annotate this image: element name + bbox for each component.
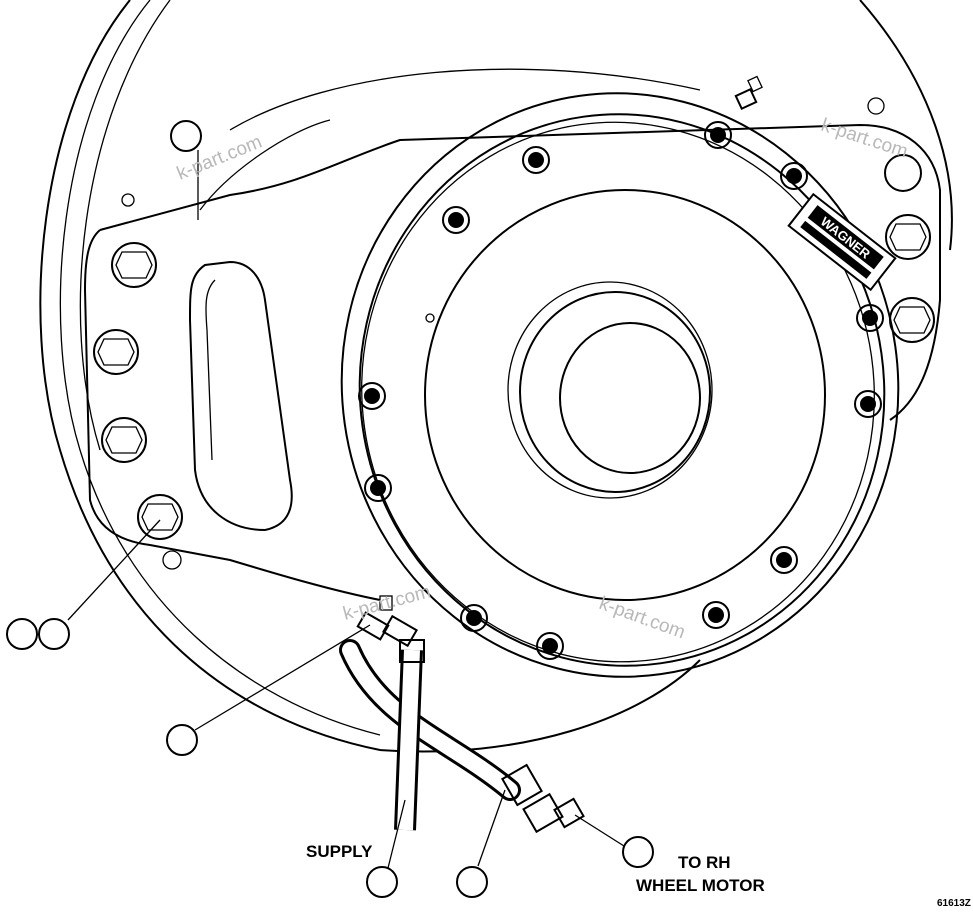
valve-fitting xyxy=(356,595,418,648)
callout-circle xyxy=(6,618,38,650)
bracket-bolt xyxy=(885,214,931,260)
hub-bolt xyxy=(780,162,808,190)
hub-bolt xyxy=(704,121,732,149)
hose-to-rh-wheel-motor xyxy=(339,639,585,834)
watermark: k-part.com xyxy=(596,593,688,643)
hub-bolt xyxy=(358,382,386,410)
callout-circle xyxy=(38,618,70,650)
hub-bolt xyxy=(702,601,730,629)
bracket-bolt xyxy=(111,242,157,288)
callouts xyxy=(6,120,654,898)
nameplate: WAGNER xyxy=(787,192,897,292)
supply-label: SUPPLY xyxy=(306,842,373,861)
hub-bolt xyxy=(854,390,882,418)
bracket-bolts xyxy=(93,97,935,570)
to-rh-label-line1: TO RH xyxy=(678,853,731,872)
hub-bolt xyxy=(536,632,564,660)
callout-circle xyxy=(170,120,202,152)
hub-bolt xyxy=(856,304,884,332)
callout-circle xyxy=(456,866,488,898)
to-rh-label-line2: WHEEL MOTOR xyxy=(636,876,765,895)
figure-code: 61613Z xyxy=(937,898,971,909)
hub-bolt xyxy=(522,146,550,174)
callout-circle xyxy=(622,836,654,868)
bracket-bolt xyxy=(101,417,147,463)
watermark: k-part.com xyxy=(818,115,910,163)
hub-bolt xyxy=(442,206,470,234)
hub-bolt xyxy=(460,604,488,632)
bracket-bolt xyxy=(889,297,935,343)
callout-circle xyxy=(166,724,198,756)
callout-circle xyxy=(366,866,398,898)
hub-bolt xyxy=(364,474,392,502)
bracket-bolt xyxy=(884,154,922,192)
mounting-bracket xyxy=(83,123,941,601)
brake-hub xyxy=(340,92,900,678)
housing-outline xyxy=(39,0,953,753)
bracket-bolt xyxy=(93,329,139,375)
bracket-bolt xyxy=(137,494,183,540)
watermark: k-part.com xyxy=(341,581,433,625)
hub-bolts xyxy=(358,121,884,660)
grease-fitting xyxy=(734,75,763,111)
hub-bolt xyxy=(770,546,798,574)
